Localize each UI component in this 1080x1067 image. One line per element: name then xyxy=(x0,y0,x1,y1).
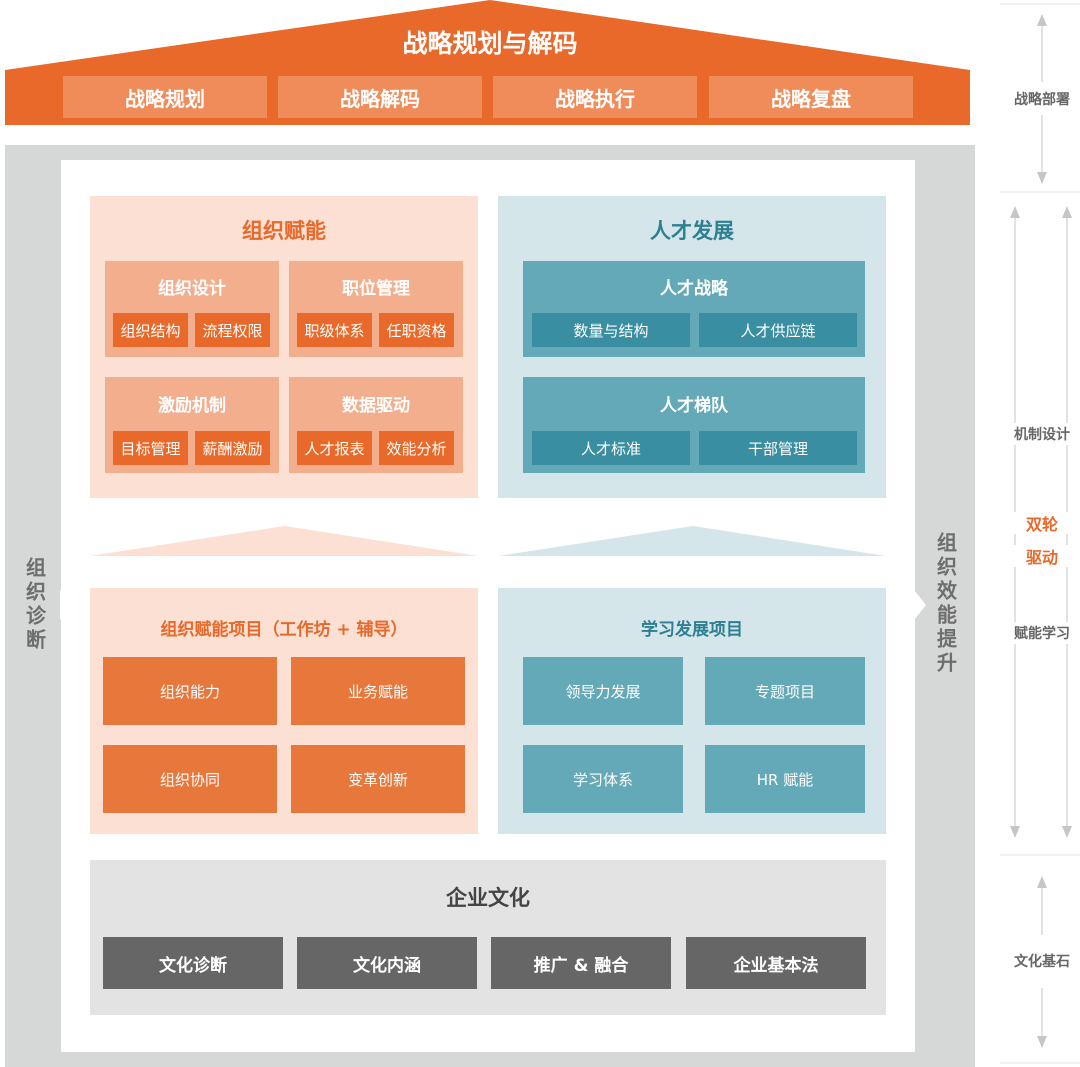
roof-title: 战略规划与解码 xyxy=(402,29,578,58)
label-dual-line2: 驱动 xyxy=(1004,545,1080,567)
label-dual-line1: 双轮 xyxy=(1004,512,1080,534)
org-group-incentive-title: 激励机制 xyxy=(158,395,226,416)
right-arrow-icon xyxy=(914,590,926,620)
chip-efficiency-analysis: 效能分析 xyxy=(379,431,454,465)
culture-item-basic-law: 企业基本法 xyxy=(686,937,866,989)
label-mechanism-design: 机制设计 xyxy=(1004,423,1080,445)
block-change-innovation: 变革创新 xyxy=(291,745,465,813)
left-side-label: 组织诊断 xyxy=(22,557,47,653)
chip-talent-standard: 人才标准 xyxy=(532,431,690,465)
chip-talent-report: 人才报表 xyxy=(297,431,372,465)
chip-goal-management: 目标管理 xyxy=(113,431,188,465)
label-strategy-deploy: 战略部署 xyxy=(1004,88,1080,110)
culture-item-diagnosis: 文化诊断 xyxy=(103,937,283,989)
talent-group-pipeline-title: 人才梯队 xyxy=(660,395,728,416)
org-project-title: 组织赋能项目（工作坊 + 辅导） xyxy=(160,619,408,640)
roof-item-review: 战略复盘 xyxy=(709,76,913,118)
block-org-capability: 组织能力 xyxy=(103,657,277,725)
roof-item-execution: 战略执行 xyxy=(493,76,697,118)
left-arrow-icon xyxy=(60,590,72,620)
org-group-data-title: 数据驱动 xyxy=(342,395,410,416)
culture-title: 企业文化 xyxy=(446,886,530,910)
chip-pay-incentive: 薪酬激励 xyxy=(195,431,270,465)
chip-org-structure: 组织结构 xyxy=(113,313,188,347)
chip-process-authority: 流程权限 xyxy=(195,313,270,347)
talent-title: 人才发展 xyxy=(650,219,734,243)
chip-qualification: 任职资格 xyxy=(379,313,454,347)
block-org-synergy: 组织协同 xyxy=(103,745,277,813)
culture-item-promotion: 推广 & 融合 xyxy=(491,937,671,989)
talent-group-strategy-title: 人才战略 xyxy=(660,278,728,299)
block-special-project: 专题项目 xyxy=(705,657,865,725)
learning-title: 学习发展项目 xyxy=(641,619,743,640)
talent-mini-roof xyxy=(498,526,886,556)
block-hr-enable: HR 赋能 xyxy=(705,745,865,813)
org-mini-roof xyxy=(90,526,478,556)
chip-cadre-management: 干部管理 xyxy=(699,431,857,465)
chip-talent-supply-chain: 人才供应链 xyxy=(699,313,857,347)
right-side-label: 组织效能提升 xyxy=(933,532,958,676)
roof-item-planning: 战略规划 xyxy=(63,76,267,118)
label-culture-foundation: 文化基石 xyxy=(1004,950,1080,972)
culture-item-connotation: 文化内涵 xyxy=(297,937,477,989)
block-learning-system: 学习体系 xyxy=(523,745,683,813)
roof-item-decoding: 战略解码 xyxy=(278,76,482,118)
block-leadership: 领导力发展 xyxy=(523,657,683,725)
block-business-enable: 业务赋能 xyxy=(291,657,465,725)
org-enable-title: 组织赋能 xyxy=(242,219,326,243)
label-enable-learning: 赋能学习 xyxy=(1004,622,1080,644)
chip-grade-system: 职级体系 xyxy=(297,313,372,347)
chip-quantity-structure: 数量与结构 xyxy=(532,313,690,347)
org-group-design-title: 组织设计 xyxy=(158,278,226,299)
org-group-position-title: 职位管理 xyxy=(342,278,410,299)
